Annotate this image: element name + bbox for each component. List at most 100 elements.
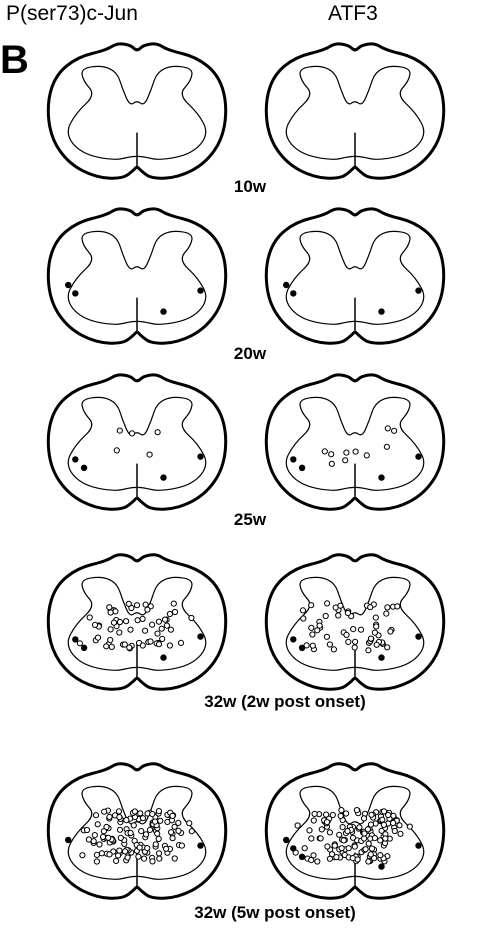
- open-cell-marker: [352, 645, 357, 650]
- open-cell-marker: [117, 848, 122, 853]
- open-cell-marker: [150, 622, 155, 627]
- open-cell-marker: [171, 601, 176, 606]
- open-cell-marker: [295, 823, 300, 828]
- open-cell-marker: [300, 608, 305, 613]
- open-cell-marker: [156, 851, 161, 856]
- open-cell-marker: [339, 846, 344, 851]
- open-cell-marker: [355, 857, 360, 862]
- open-cell-marker: [93, 813, 98, 818]
- open-cell-marker: [117, 619, 122, 624]
- open-cell-marker: [344, 450, 349, 455]
- open-cell-marker: [381, 809, 386, 814]
- open-cell-marker: [344, 632, 349, 637]
- filled-cell-marker: [81, 645, 87, 651]
- open-cell-marker: [94, 859, 99, 864]
- column-header-pcjun: P(ser73)c-Jun: [6, 2, 138, 26]
- open-cell-marker: [155, 631, 160, 636]
- open-cell-marker: [157, 856, 162, 861]
- open-cell-marker: [327, 856, 332, 861]
- filled-cell-marker: [290, 636, 296, 642]
- open-cell-marker: [353, 639, 358, 644]
- open-cell-marker: [318, 836, 323, 841]
- open-cell-marker: [92, 622, 97, 627]
- open-cell-marker: [338, 603, 343, 608]
- open-cell-marker: [117, 630, 122, 635]
- open-cell-marker: [142, 856, 147, 861]
- open-cell-marker: [395, 604, 400, 609]
- open-cell-marker: [167, 643, 172, 648]
- open-cell-marker: [176, 828, 181, 833]
- open-cell-marker: [116, 853, 121, 858]
- open-cell-marker: [145, 846, 150, 851]
- open-cell-marker: [368, 852, 373, 857]
- open-cell-marker: [366, 859, 371, 864]
- filled-cell-marker: [283, 282, 289, 288]
- open-cell-marker: [170, 813, 175, 818]
- open-cell-marker: [158, 818, 163, 823]
- open-cell-marker: [310, 632, 315, 637]
- open-cell-marker: [374, 642, 379, 647]
- open-cell-marker: [312, 811, 317, 816]
- filled-cell-marker: [65, 282, 71, 288]
- open-cell-marker: [140, 643, 145, 648]
- filled-cell-marker: [290, 456, 296, 462]
- open-cell-marker: [385, 605, 390, 610]
- open-cell-marker: [117, 428, 122, 433]
- open-cell-marker: [135, 618, 140, 623]
- open-cell-marker: [302, 846, 307, 851]
- open-cell-marker: [309, 625, 314, 630]
- open-cell-marker: [140, 816, 145, 821]
- open-cell-marker: [136, 854, 141, 859]
- timepoint-label-32w-5w: 32w (5w post onset): [194, 903, 356, 923]
- open-cell-marker: [361, 816, 366, 821]
- open-cell-marker: [353, 449, 358, 454]
- filled-cell-marker: [378, 863, 384, 869]
- open-cell-marker: [388, 629, 393, 634]
- open-cell-marker: [332, 843, 337, 848]
- open-cell-marker: [363, 847, 368, 852]
- open-cell-marker: [138, 811, 143, 816]
- open-cell-marker: [167, 611, 172, 616]
- open-cell-marker: [143, 628, 148, 633]
- filled-cell-marker: [72, 636, 78, 642]
- open-cell-marker: [77, 641, 82, 646]
- open-cell-marker: [92, 833, 97, 838]
- open-cell-marker: [374, 624, 379, 629]
- open-cell-marker: [358, 627, 363, 632]
- filled-cell-marker: [290, 290, 296, 296]
- open-cell-marker: [99, 851, 104, 856]
- open-cell-marker: [362, 836, 367, 841]
- filled-cell-marker: [72, 290, 78, 296]
- open-cell-marker: [130, 431, 135, 436]
- open-cell-marker: [345, 610, 350, 615]
- filled-cell-marker: [415, 633, 421, 639]
- open-cell-marker: [339, 808, 344, 813]
- open-cell-marker: [164, 846, 169, 851]
- open-cell-marker: [346, 639, 351, 644]
- open-cell-marker: [372, 630, 377, 635]
- open-cell-marker: [155, 831, 160, 836]
- open-cell-marker: [164, 623, 169, 628]
- open-cell-marker: [343, 458, 348, 463]
- open-cell-marker: [366, 841, 371, 846]
- open-cell-marker: [169, 830, 174, 835]
- open-cell-marker: [107, 814, 112, 819]
- open-cell-marker: [325, 601, 330, 606]
- timepoint-label-10w: 10w: [234, 177, 266, 197]
- open-cell-marker: [172, 856, 177, 861]
- open-cell-marker: [354, 808, 359, 813]
- open-cell-marker: [106, 835, 111, 840]
- open-cell-marker: [362, 831, 367, 836]
- open-cell-marker: [148, 639, 153, 644]
- open-cell-marker: [391, 820, 396, 825]
- open-cell-marker: [352, 844, 357, 849]
- open-cell-marker: [317, 623, 322, 628]
- filled-cell-marker: [160, 654, 166, 660]
- open-cell-marker: [319, 827, 324, 832]
- open-cell-marker: [336, 613, 341, 618]
- open-cell-marker: [95, 635, 100, 640]
- filled-cell-marker: [160, 474, 166, 480]
- open-cell-marker: [107, 852, 112, 857]
- open-cell-marker: [114, 858, 119, 863]
- open-cell-marker: [369, 812, 374, 817]
